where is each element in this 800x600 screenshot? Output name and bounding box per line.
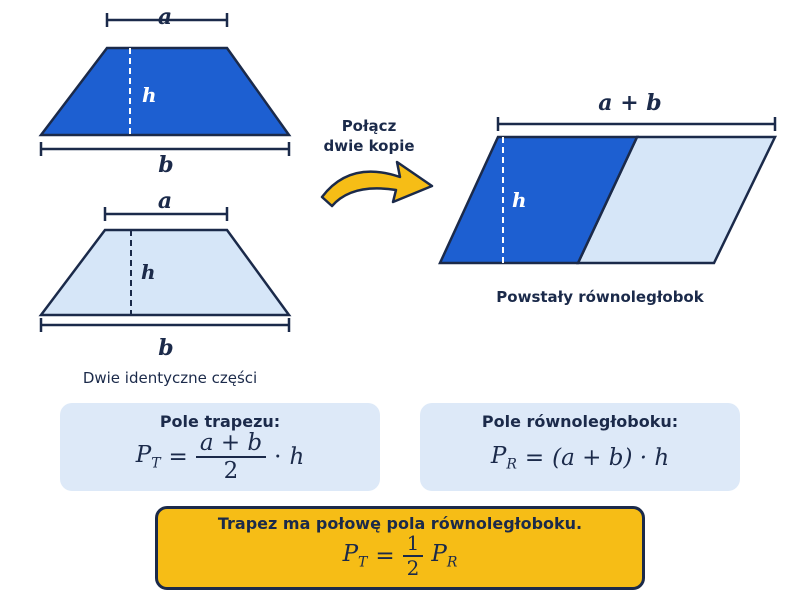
bottom-label-b: b — [158, 335, 173, 361]
trapezoid-area-box: Pole trapezu: PT = a + b 2 · h — [60, 403, 380, 491]
top-trapezoid: a h b — [38, 4, 292, 178]
arrow-caption-line2: dwie kopie — [323, 137, 414, 155]
conclusion-box: Trapez ma połowę pola równoległoboku. PT… — [155, 506, 645, 590]
parallelogram-dark-part — [438, 135, 639, 265]
formula-symbol-p: P — [431, 541, 447, 568]
formula-lhs: PT — [136, 442, 161, 472]
formula-subscript: R — [446, 554, 458, 571]
formula-subscript: T — [358, 554, 368, 571]
formula-symbol-p: P — [342, 541, 359, 568]
formula-rhs: (a + b) · h — [552, 444, 670, 471]
top-label-b: b — [158, 152, 173, 178]
parallelogram: a + b h Powstały równoległobok — [438, 90, 777, 306]
formula-symbol-p: P — [135, 442, 152, 469]
two-parts-caption: Dwie identyczne części — [83, 369, 257, 387]
conclusion-title: Trapez ma połowę pola równoległoboku. — [217, 514, 583, 533]
arrow-caption-line1: Połącz — [342, 117, 397, 135]
bottom-trapezoid: a h b Dwie identyczne części — [38, 188, 292, 387]
result-caption: Powstały równoległobok — [496, 288, 704, 306]
formula-half-fraction: 1 2 — [402, 533, 424, 580]
fraction-numerator: 1 — [402, 533, 424, 557]
formula-symbol-p: P — [490, 443, 507, 469]
formula-equals: = — [524, 444, 545, 471]
top-label-h: h — [142, 83, 157, 107]
parallelogram-area-title: Pole równoległoboku: — [481, 412, 679, 431]
parallelogram-label-h: h — [512, 188, 527, 212]
fraction-numerator: a + b — [195, 431, 267, 459]
formula-dot: · — [274, 444, 282, 471]
fraction-denominator: 2 — [223, 458, 239, 485]
formula-h: h — [289, 444, 305, 471]
parallelogram-area-formula: PR = (a + b) · h — [420, 443, 740, 473]
conclusion-formula: PT = 1 2 PR — [158, 533, 642, 579]
bottom-trapezoid-shape — [38, 228, 292, 317]
formula-equals: = — [168, 444, 188, 471]
trapezoid-area-formula: PT = a + b 2 · h — [60, 431, 380, 483]
formula-equals: = — [375, 543, 395, 569]
label-a-plus-b: a + b — [598, 90, 661, 116]
bottom-label-a: a — [158, 188, 172, 214]
top-trapezoid-shape — [38, 46, 292, 137]
formula-rhs: PR — [431, 541, 457, 571]
top-label-a: a — [158, 4, 172, 30]
parallelogram-area-box: Pole równoległoboku: PR = (a + b) · h — [420, 403, 740, 491]
formula-lhs: PR — [491, 443, 517, 473]
bottom-label-h: h — [141, 260, 156, 284]
formula-lhs: PT — [343, 541, 368, 571]
combine-arrow-group: Połącz dwie kopie — [320, 117, 434, 208]
combine-arrow-icon — [320, 160, 434, 208]
trapezoid-area-title: Pole trapezu: — [159, 412, 281, 431]
formula-fraction: a + b 2 — [195, 431, 267, 485]
formula-subscript: T — [151, 455, 161, 472]
formula-subscript: R — [506, 456, 517, 473]
fraction-denominator: 2 — [406, 556, 420, 580]
